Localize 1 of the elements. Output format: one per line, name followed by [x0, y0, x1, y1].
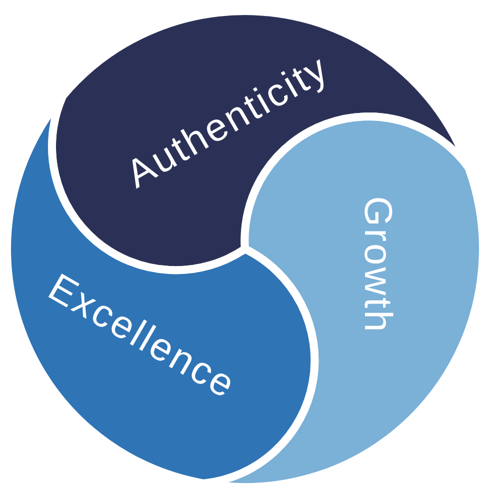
segment-label: Growth	[355, 196, 399, 334]
